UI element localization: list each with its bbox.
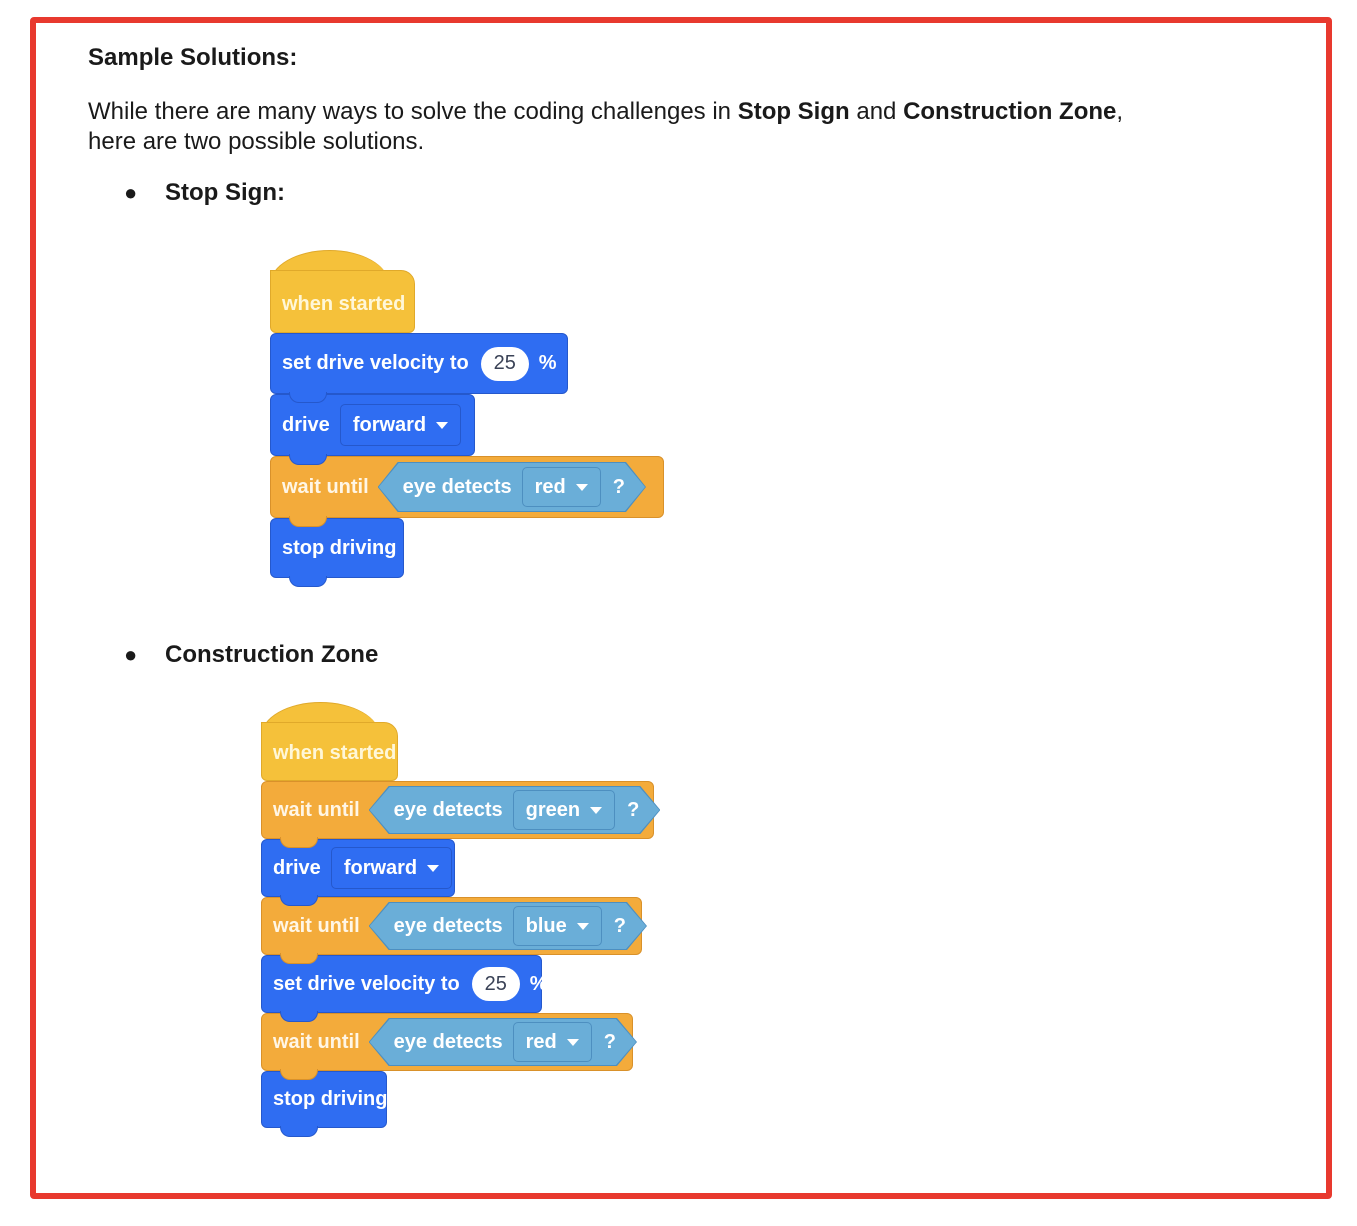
caret-down-icon [436, 421, 449, 429]
color-value: green [525, 798, 581, 821]
direction-value: forward [352, 413, 427, 436]
color-value: red [534, 475, 566, 498]
condition-body: eye detects red ? [370, 1019, 636, 1065]
intro-bold-stop-sign: Stop Sign [737, 98, 850, 125]
section-title-construction-zone: Construction Zone [165, 641, 379, 668]
page-heading: Sample Solutions: [88, 44, 298, 71]
eye-detects-label: eye detects [393, 914, 503, 937]
wait-until-red-block[interactable]: wait until eye detects red ? [261, 1013, 636, 1080]
caret-down-icon [577, 923, 589, 930]
eye-detects-label: eye detects [402, 475, 512, 498]
drive-label: drive [273, 856, 321, 879]
direction-dropdown[interactable]: forward [339, 404, 462, 446]
caret-down-icon [567, 1039, 579, 1046]
question-mark: ? [612, 475, 625, 498]
stop-driving-label: stop driving [282, 536, 397, 559]
highlight-frame [30, 17, 1332, 1199]
section-title-stop-sign: Stop Sign: [165, 179, 285, 206]
set-velocity-label: set drive velocity to [282, 352, 469, 374]
velocity-input[interactable]: 25 [480, 346, 529, 381]
color-dropdown[interactable]: red [522, 467, 601, 507]
when-started-block[interactable]: when started [261, 722, 398, 781]
caret-down-icon [590, 807, 602, 814]
intro-paragraph: While there are many ways to solve the c… [88, 97, 1238, 157]
wait-until-label: wait until [282, 475, 369, 498]
eye-detects-condition[interactable]: eye detects green ? [370, 787, 660, 833]
drive-block[interactable]: drive forward [261, 839, 455, 906]
question-mark: ? [603, 1030, 616, 1053]
bullet-dot-icon: ● [124, 642, 138, 667]
bullet-stop-sign: ● Stop Sign: [124, 179, 285, 207]
drive-label: drive [282, 413, 330, 436]
question-mark: ? [627, 798, 640, 821]
direction-dropdown[interactable]: forward [330, 847, 453, 889]
caret-down-icon [427, 864, 440, 872]
wait-until-green-block[interactable]: wait until eye detects green ? [261, 781, 654, 848]
condition-body: eye detects red ? [379, 463, 645, 511]
eye-detects-condition[interactable]: eye detects blue ? [370, 903, 646, 949]
eye-detects-label: eye detects [393, 1030, 503, 1053]
bullet-dot-icon: ● [124, 180, 138, 205]
color-dropdown[interactable]: red [513, 1022, 592, 1062]
eye-detects-label: eye detects [393, 798, 503, 821]
intro-text-3: , [1116, 98, 1124, 125]
stop-driving-block[interactable]: stop driving [270, 518, 404, 587]
when-started-block[interactable]: when started [270, 270, 415, 333]
caret-down-icon [576, 484, 588, 491]
wait-until-block[interactable]: wait until eye detects red ? [270, 456, 664, 527]
percent-label: % [529, 972, 548, 995]
condition-body: eye detects blue ? [370, 903, 646, 949]
stop-driving-block[interactable]: stop driving [261, 1071, 388, 1137]
wait-until-blue-block[interactable]: wait until eye detects blue ? [261, 897, 642, 964]
direction-value: forward [343, 856, 418, 879]
bullet-construction-zone: ● Construction Zone [124, 641, 378, 669]
wait-until-label: wait until [273, 798, 360, 821]
color-value: red [525, 1030, 557, 1053]
set-drive-velocity-block[interactable]: set drive velocity to 25 % [270, 333, 568, 403]
question-mark: ? [613, 914, 626, 937]
intro-bold-construction-zone: Construction Zone [903, 98, 1117, 125]
eye-detects-condition[interactable]: eye detects red ? [379, 463, 645, 511]
condition-body: eye detects green ? [370, 787, 660, 833]
intro-text-2: and [849, 98, 904, 125]
eye-detects-condition[interactable]: eye detects red ? [370, 1019, 636, 1065]
wait-until-label: wait until [273, 914, 360, 937]
set-velocity-label: set drive velocity to [273, 972, 460, 995]
drive-block[interactable]: drive forward [270, 394, 475, 465]
color-dropdown[interactable]: green [513, 790, 615, 830]
intro-text-4: here are two possible solutions. [88, 128, 425, 155]
velocity-input[interactable]: 25 [471, 967, 520, 1001]
percent-label: % [538, 352, 557, 374]
when-started-label: when started [273, 742, 397, 764]
color-dropdown[interactable]: blue [513, 906, 602, 946]
intro-text-1: While there are many ways to solve the c… [88, 98, 738, 125]
set-drive-velocity-block[interactable]: set drive velocity to 25 % [261, 955, 548, 1022]
stop-driving-label: stop driving [273, 1088, 388, 1110]
color-value: blue [525, 914, 567, 937]
when-started-label: when started [282, 293, 406, 315]
wait-until-label: wait until [273, 1030, 360, 1053]
